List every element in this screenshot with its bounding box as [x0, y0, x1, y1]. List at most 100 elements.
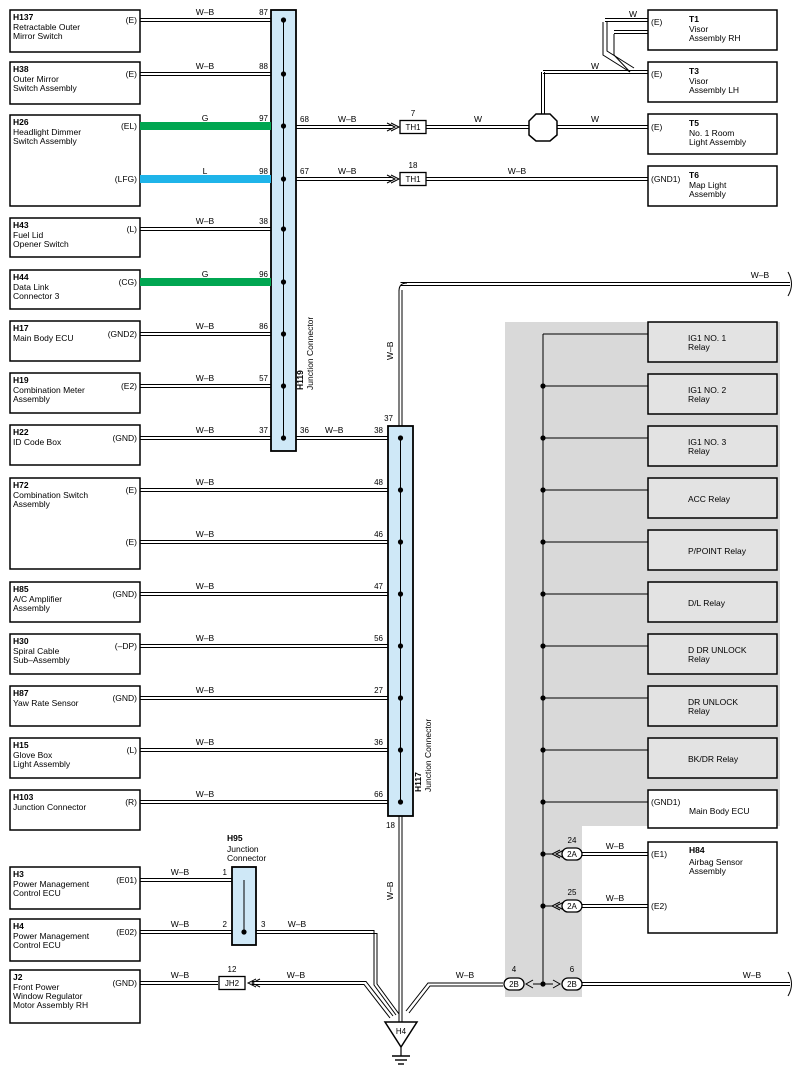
- component-h44-box: [9, 269, 141, 310]
- connector-2b-left-label: 2B: [509, 980, 519, 989]
- wire-color-label: W–B: [456, 970, 475, 980]
- relay-box: [647, 581, 778, 623]
- component-t3-box: [647, 61, 778, 103]
- component-h44-name: Data Link: [13, 282, 50, 292]
- wire-color-label: W–B: [196, 61, 215, 71]
- h117-splice-point: [397, 487, 404, 493]
- wire-continuation-mark: [787, 271, 792, 297]
- component-h38-name: Outer Mirror: [13, 74, 59, 84]
- wire-color-label: W–B: [385, 881, 395, 900]
- wire-color-label: W: [629, 9, 637, 19]
- h119-splice-point: [280, 123, 287, 129]
- h117-splice-point: [397, 747, 404, 753]
- relay-name: ACC Relay: [688, 494, 731, 504]
- connector-arrow: [550, 901, 565, 911]
- component-h17-box: [9, 320, 141, 362]
- main-body-ecu-box: [647, 789, 778, 829]
- component-h103-terminal: (R): [125, 797, 137, 807]
- component-h85-code: H85: [13, 584, 29, 594]
- component-h137-code: H137: [13, 12, 34, 22]
- relay-box: [647, 477, 778, 519]
- airbag-connector-pin: 24: [568, 836, 577, 845]
- component-h137-terminal: (E): [126, 15, 138, 25]
- relay-splice-point: [540, 435, 546, 441]
- component-t6-code: T6: [689, 170, 699, 180]
- wire-color-label: W–B: [508, 166, 527, 176]
- h119-code: H119: [295, 370, 305, 390]
- wire-color-label: W–B: [325, 425, 344, 435]
- h95-name: Connector: [227, 853, 266, 863]
- relay-splice-point: [540, 643, 546, 649]
- ground-triangle: [383, 1021, 419, 1049]
- relay-name: IG1 NO. 3: [688, 437, 727, 447]
- wire-h95-ground: [256, 930, 400, 1016]
- h117-splice-point: [397, 695, 404, 701]
- component-h103-name: Junction Connector: [13, 802, 86, 812]
- wire-color-label: W–B: [196, 529, 215, 539]
- component-h3-name: Control ECU: [13, 888, 61, 898]
- relay-box: [647, 425, 778, 467]
- component-h4-name: Control ECU: [13, 940, 61, 950]
- component-j2-name: Motor Assembly RH: [13, 1000, 88, 1010]
- h119-pin-number: 37: [259, 426, 268, 435]
- th1-connector: [399, 119, 427, 135]
- component-t1-terminal: (E): [651, 17, 663, 27]
- component-h72-name: Assembly: [13, 499, 51, 509]
- h119-pin-number: 98: [259, 167, 268, 176]
- h95-pin-1: 1: [223, 868, 228, 877]
- component-h84-name: Assembly: [689, 866, 727, 876]
- h119-splice-point: [280, 435, 287, 441]
- component-h3-terminal: (E01): [116, 875, 137, 885]
- component-h84-terminal: (E2): [651, 901, 667, 911]
- airbag-connector-2a-label: 2A: [567, 902, 577, 911]
- component-t3-terminal: (E): [651, 69, 663, 79]
- component-h84-terminal: (E1): [651, 849, 667, 859]
- wire-color-label: W: [591, 61, 599, 71]
- relay-name: Relay: [688, 654, 710, 664]
- relay-box: [647, 737, 778, 779]
- component-t5-name: Light Assembly: [689, 137, 747, 147]
- component-h4-code: H4: [13, 921, 24, 931]
- connector-2b-pin: 6: [570, 965, 575, 974]
- component-h85-name: A/C Amplifier: [13, 594, 62, 604]
- component-h38-terminal: (E): [126, 69, 138, 79]
- component-h43-terminal: (L): [127, 224, 138, 234]
- component-h22-box: [9, 424, 141, 466]
- h117-pin-number: 46: [374, 530, 383, 539]
- th1-pin-7: 7: [411, 109, 416, 118]
- h119-pin-36: 36: [300, 426, 309, 435]
- h95-code: H95: [227, 833, 243, 843]
- component-t1-code: T1: [689, 14, 699, 24]
- component-h38-box: [9, 61, 141, 105]
- component-h72-terminal: (E): [126, 485, 138, 495]
- component-h43-name: Fuel Lid: [13, 230, 44, 240]
- wire-color-label: W: [591, 114, 599, 124]
- h95-splice-point: [241, 929, 247, 935]
- wire-color-label: W–B: [196, 737, 215, 747]
- relay-name: P/POINT Relay: [688, 546, 747, 556]
- wire-color-label: W–B: [606, 893, 625, 903]
- component-h137-name: Retractable Outer: [13, 22, 80, 32]
- main-body-ecu-terminal: (GND1): [651, 797, 680, 807]
- h95-pin-2: 2: [223, 920, 228, 929]
- wire-color-label: W: [474, 114, 482, 124]
- h117-splice-point: [397, 591, 404, 597]
- ground-label: H4: [396, 1027, 407, 1036]
- component-t3-name: Visor: [689, 76, 708, 86]
- wire-green: [140, 122, 271, 130]
- connector-arrow: [386, 122, 401, 132]
- relay-box: [647, 321, 778, 363]
- component-h84-name: Airbag Sensor: [689, 857, 743, 867]
- component-t1-name: Visor: [689, 24, 708, 34]
- h117-splice-point: [397, 799, 404, 805]
- airbag-connector-2a-label: 2A: [567, 850, 577, 859]
- connector-2b-left: [503, 977, 525, 991]
- component-h85-name: Assembly: [13, 603, 51, 613]
- wire-continuation-mark: [787, 971, 792, 997]
- wire-color-label: G: [202, 269, 209, 279]
- th1-connector-label: TH1: [405, 175, 421, 184]
- wire-color-label: W–B: [196, 216, 215, 226]
- component-j2-terminal: (GND): [112, 978, 137, 988]
- component-j2-box: [9, 969, 141, 1024]
- component-h4-terminal: (E02): [116, 927, 137, 937]
